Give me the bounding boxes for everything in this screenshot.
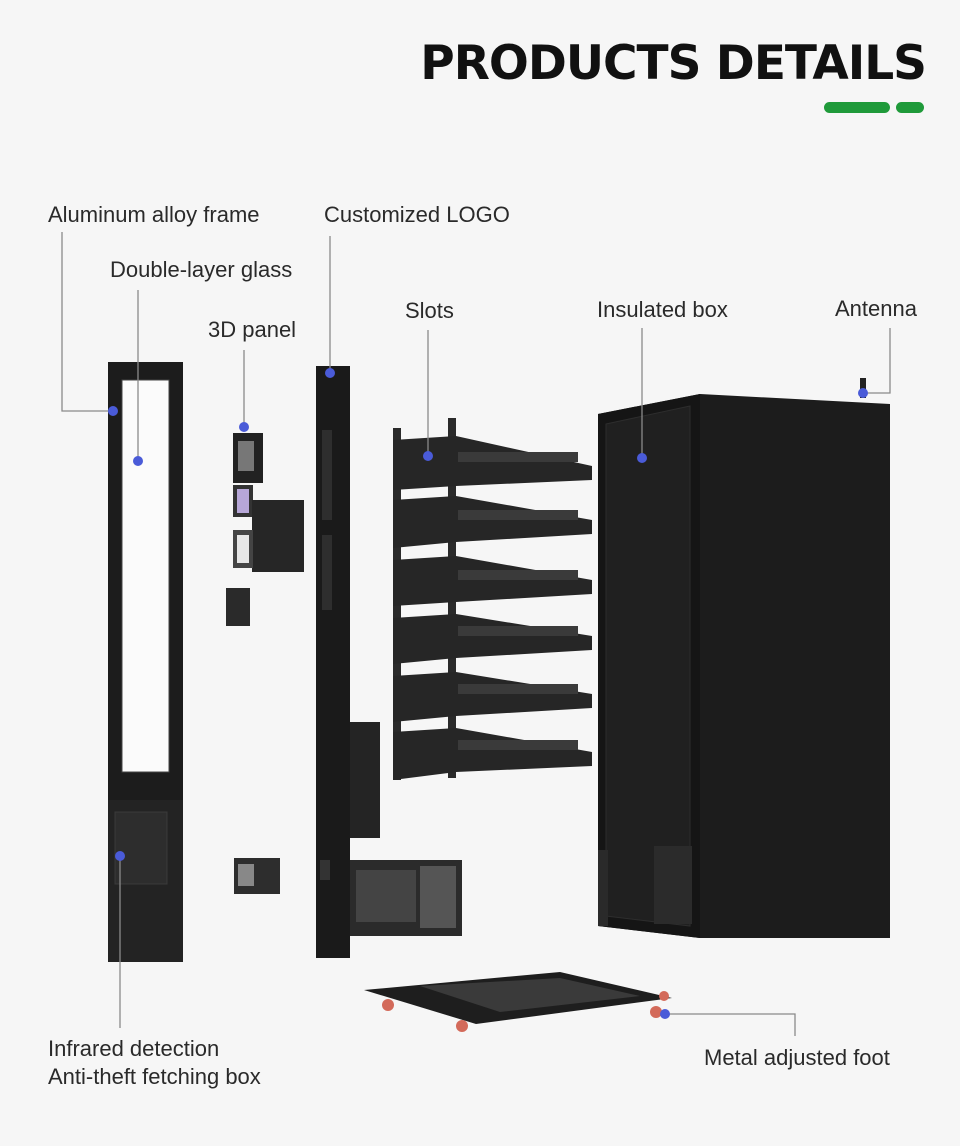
label-infrared-line2: Anti-theft fetching box xyxy=(48,1064,261,1089)
label-metal-foot: Metal adjusted foot xyxy=(704,1045,890,1070)
slots-rack xyxy=(393,418,592,780)
label-insulated-box: Insulated box xyxy=(597,297,728,322)
side-column xyxy=(316,366,462,958)
label-infrared-line1: Infrared detection xyxy=(48,1036,220,1061)
leader-lines xyxy=(61,232,891,1036)
marker-dots xyxy=(108,368,868,1019)
panel-components xyxy=(226,433,304,894)
base-frame xyxy=(364,972,672,1032)
door-frame xyxy=(108,362,183,962)
label-antenna: Antenna xyxy=(835,296,917,321)
label-custom-logo: Customized LOGO xyxy=(324,202,510,227)
label-3d-panel: 3D panel xyxy=(208,317,297,342)
label-aluminum-frame: Aluminum alloy frame xyxy=(48,202,260,227)
title-accent-short xyxy=(896,102,924,113)
label-slots: Slots xyxy=(405,298,454,323)
title-accent-long xyxy=(824,102,890,113)
label-double-glass: Double-layer glass xyxy=(110,257,293,282)
page-title: PRODUCTS DETAILS xyxy=(420,36,927,91)
insulated-cabinet xyxy=(598,394,890,938)
